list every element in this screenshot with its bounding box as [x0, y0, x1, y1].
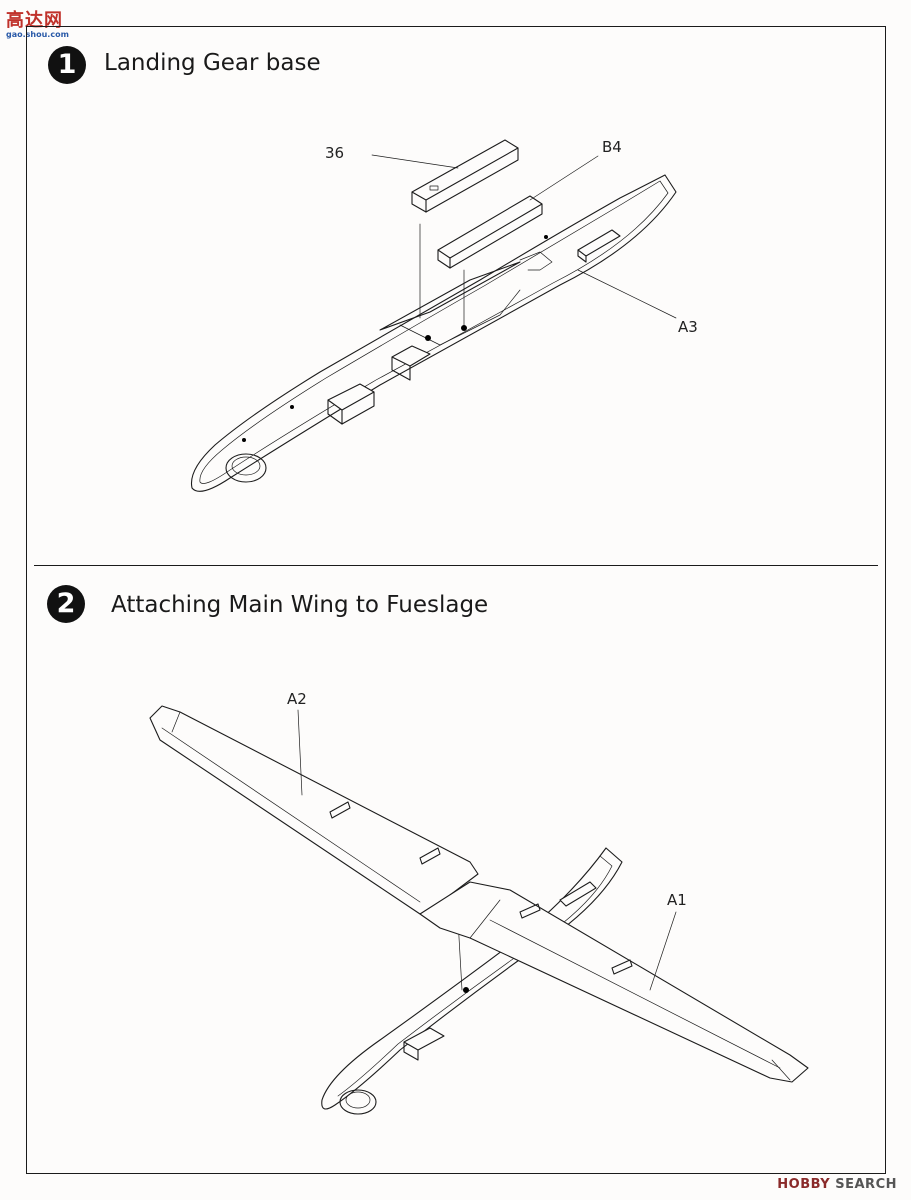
step-2-title: Attaching Main Wing to Fueslage [111, 592, 489, 618]
instruction-page-frame [26, 26, 886, 1174]
part-label-36: 36 [325, 144, 345, 162]
site-watermark-chars: 高达网 [6, 10, 63, 31]
landing-gear-base-part-drawing [371, 139, 677, 341]
part-label-b4: B4 [602, 138, 622, 156]
site-watermark-url: gao.shou.com [6, 30, 69, 39]
step-2-badge: 2 [47, 585, 85, 623]
main-wing-drawing [149, 705, 809, 1083]
brand-watermark-hobby: HOBBY [777, 1177, 831, 1192]
part-label-a2: A2 [287, 690, 307, 708]
site-watermark: 高达网 gao.shou.com [6, 6, 69, 39]
part-label-a3: A3 [678, 318, 698, 336]
step-1-badge: 1 [48, 46, 86, 84]
step-1-title: Landing Gear base [104, 50, 321, 76]
part-label-a1: A1 [667, 891, 687, 909]
brand-watermark: HOBBY SEARCH [777, 1177, 897, 1192]
brand-watermark-search: SEARCH [835, 1177, 897, 1192]
step-divider [34, 565, 878, 566]
fuselage-half-drawing [190, 174, 677, 492]
